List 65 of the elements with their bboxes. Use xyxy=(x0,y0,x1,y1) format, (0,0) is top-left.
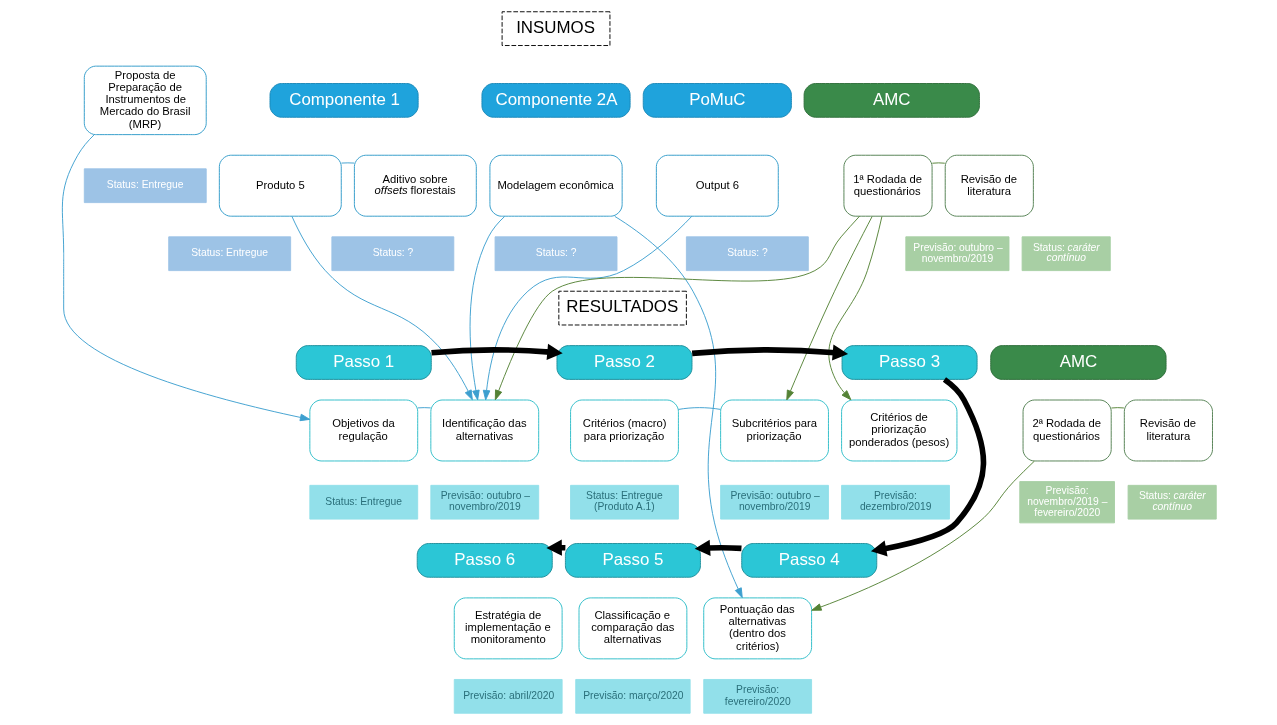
node-box: Classificação e comparação das alternativas xyxy=(578,597,687,660)
node-box: Status: caráter contínuo xyxy=(1021,236,1111,272)
node-box: Estratégia de implementação e monitoramento xyxy=(453,597,563,660)
node-box: Passo 2 xyxy=(556,345,692,380)
node-box: Status: caráter contínuo xyxy=(1127,484,1217,520)
node-box: Produto 5 xyxy=(218,154,342,217)
node-box: Previsão: outubro – novembro/2019 xyxy=(719,484,829,520)
node-box: Objetivos da regulação xyxy=(308,399,418,462)
node-box: Identificação das alternativas xyxy=(429,399,539,462)
node-box: Passo 5 xyxy=(564,543,701,578)
node-box: Previsão: fevereiro/2020 xyxy=(702,679,812,714)
node-box: Critérios de priorização ponderados (pesos) xyxy=(840,399,957,462)
node-box: Status: Entregue xyxy=(167,236,291,272)
node-box: Modelagem econômica xyxy=(488,154,623,217)
node-box: Previsão: outubro – novembro/2019 xyxy=(904,236,1009,272)
arrow xyxy=(61,134,310,422)
arrow xyxy=(494,215,860,401)
node-box: Passo 1 xyxy=(295,345,432,380)
node-box: Previsão: novembro/2019 – fevereiro/2020 xyxy=(1018,481,1115,524)
node-box: Revisão de literatura xyxy=(944,154,1034,217)
connector xyxy=(677,407,721,410)
node-box: Output 6 xyxy=(655,154,779,217)
node-box: AMC xyxy=(803,83,980,118)
node-box: Previsão: março/2020 xyxy=(574,679,691,714)
arrow xyxy=(810,460,1035,611)
node-box: Previsão: abril/2020 xyxy=(453,679,563,714)
arrow xyxy=(291,216,473,401)
node-box: Revisão de literatura xyxy=(1123,399,1213,462)
arrow xyxy=(785,216,873,401)
node-box: Proposta de Preparação de Instrumentos de Mercado do Brasil (MRP) xyxy=(83,65,207,136)
node-box: Status: ? xyxy=(685,236,809,272)
node-box: Aditivo sobre offsets florestais xyxy=(353,154,477,217)
node-box: Previsão: outubro – novembro/2019 xyxy=(429,484,539,520)
arrow xyxy=(482,215,692,401)
node-box: Passo 6 xyxy=(416,543,553,578)
connector xyxy=(1110,407,1124,409)
arrow xyxy=(613,215,743,599)
node-box: PoMuC xyxy=(642,83,792,118)
node-box: Passo 4 xyxy=(740,543,877,578)
node-box: Status: ? xyxy=(494,236,617,272)
node-box: Status: Entregue xyxy=(308,484,418,520)
connector xyxy=(416,407,431,409)
arrow xyxy=(870,377,986,557)
connector xyxy=(340,162,355,164)
node-box: Pontuação das alternativas (dentro dos critérios) xyxy=(702,597,812,660)
node-box: Previsão: dezembro/2019 xyxy=(840,484,950,520)
node-box: Critérios (macro) para priorização xyxy=(569,399,679,462)
node-box: Componente 2A xyxy=(480,83,631,118)
node-box: Status: Entregue xyxy=(83,168,207,204)
node-box: Status: Entregue (Produto A.1) xyxy=(569,484,679,520)
node-box: INSUMOS xyxy=(501,11,610,46)
arrow xyxy=(828,216,882,401)
node-box: AMC xyxy=(989,345,1167,380)
node-box: Componente 1 xyxy=(269,83,419,118)
arrow xyxy=(469,216,505,401)
node-box: 2ª Rodada de questionários xyxy=(1022,399,1112,462)
node-box: Subcritérios para priorização xyxy=(719,399,829,462)
arrow xyxy=(691,344,848,361)
node-box: Passo 3 xyxy=(841,345,978,380)
node-box: Status: ? xyxy=(330,236,454,272)
node-box: RESULTADOS xyxy=(557,290,687,326)
arrow xyxy=(694,539,742,556)
arrow xyxy=(430,343,563,360)
connector xyxy=(931,162,945,164)
node-box: 1ª Rodada de questionários xyxy=(842,154,933,217)
